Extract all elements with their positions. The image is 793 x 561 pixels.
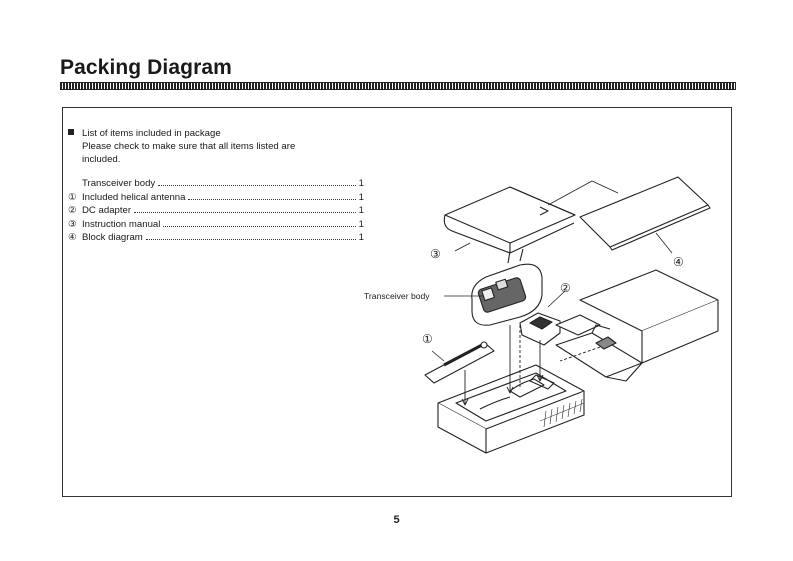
intro-note-line2: included. <box>82 153 121 165</box>
item-quantity: 1 <box>358 205 364 217</box>
marker-2: ② <box>560 281 571 295</box>
item-label: Transceiver body <box>82 178 156 189</box>
dc-adapter-drawing <box>519 290 566 346</box>
item-number: ④ <box>68 232 77 244</box>
item-label: Instruction manual <box>82 218 161 230</box>
marker-3: ③ <box>430 247 441 261</box>
item-row-transceiver-body: Transceiver body 1 <box>68 177 364 191</box>
intro-block: List of items included in package Please… <box>68 128 368 166</box>
item-number: ③ <box>68 218 77 230</box>
intro-note-line1: Please check to make sure that all items… <box>82 140 296 152</box>
item-number: ① <box>68 191 77 203</box>
square-bullet-icon <box>68 129 74 135</box>
dot-leader <box>188 191 356 200</box>
item-quantity: 1 <box>358 191 364 203</box>
page-number: 5 <box>393 514 400 526</box>
placement-arrows <box>461 325 601 406</box>
helical-antenna-drawing <box>424 341 495 384</box>
transceiver-body-drawing <box>471 248 543 326</box>
intro-heading: List of items included in package <box>68 128 368 141</box>
instruction-manual-drawing <box>443 186 576 254</box>
page-title: Packing Diagram <box>60 56 232 79</box>
dot-leader <box>158 177 356 186</box>
packing-illustration: ③ ④ ② ① Transceiver body <box>364 176 719 454</box>
item-number: ② <box>68 205 77 217</box>
content-frame <box>62 107 732 497</box>
item-quantity: 1 <box>358 218 364 230</box>
callout-transceiver-body: Transceiver body <box>364 291 430 301</box>
packing-box-carton-drawing <box>555 269 719 382</box>
dot-leader <box>145 231 356 241</box>
marker-4: ④ <box>673 255 684 269</box>
item-label: Block diagram <box>82 232 143 244</box>
dot-leader <box>163 218 356 227</box>
item-row-block-diagram: ④ Block diagram 1 <box>68 231 364 245</box>
items-list: Transceiver body 1 ① Included helical an… <box>68 177 364 245</box>
title-rule <box>60 82 736 90</box>
marker-1: ① <box>422 332 433 346</box>
item-row-dc-adapter: ② DC adapter 1 <box>68 204 364 218</box>
item-quantity: 1 <box>358 178 364 189</box>
dot-leader <box>134 204 356 214</box>
item-label: Included helical antenna <box>82 191 186 203</box>
item-row-helical-antenna: ① Included helical antenna 1 <box>68 191 364 205</box>
item-quantity: 1 <box>358 232 364 244</box>
item-label: DC adapter <box>82 205 132 217</box>
block-diagram-drawing <box>579 176 711 251</box>
packing-tray-drawing <box>437 364 585 454</box>
item-row-instruction-manual: ③ Instruction manual 1 <box>68 218 364 232</box>
